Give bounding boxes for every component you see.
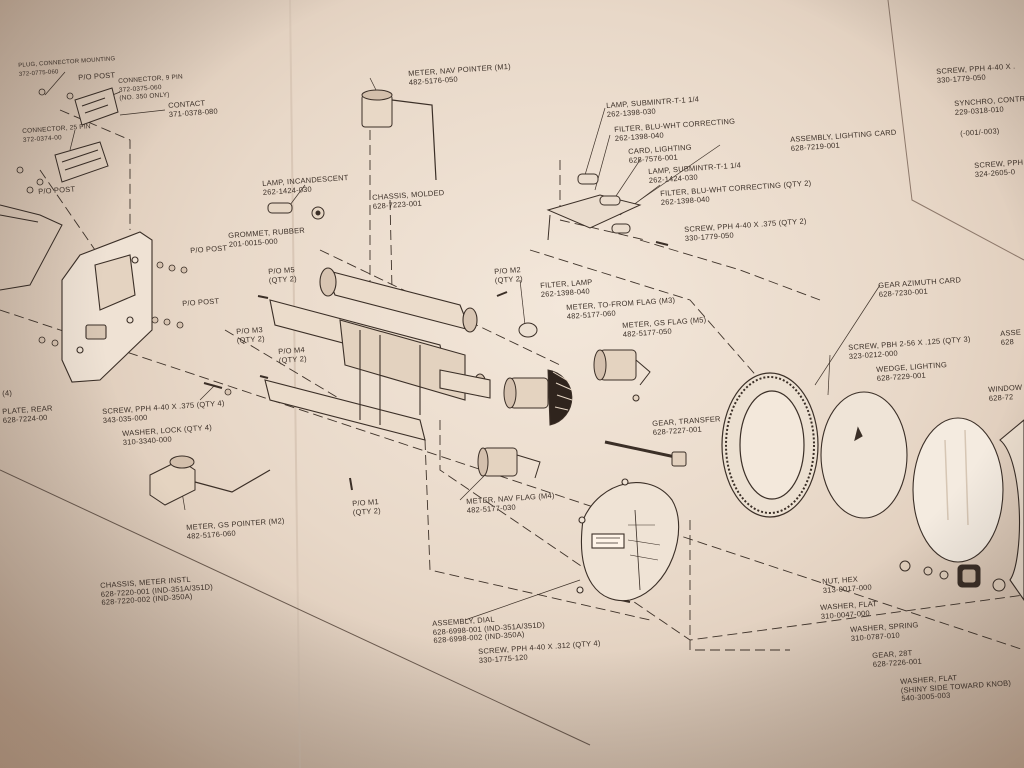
- label-po-m4: P/O M4(QTY 2): [277, 345, 308, 365]
- label-edge-plate-left: (4): [1, 388, 13, 398]
- label-po-m3: P/O M3(QTY 2): [235, 325, 266, 345]
- label-po-m2: P/O M2(QTY 2): [493, 265, 524, 285]
- label-po-m5: P/O M5(QTY 2): [267, 265, 298, 285]
- label-po-m1: P/O M1(QTY 2): [351, 497, 382, 517]
